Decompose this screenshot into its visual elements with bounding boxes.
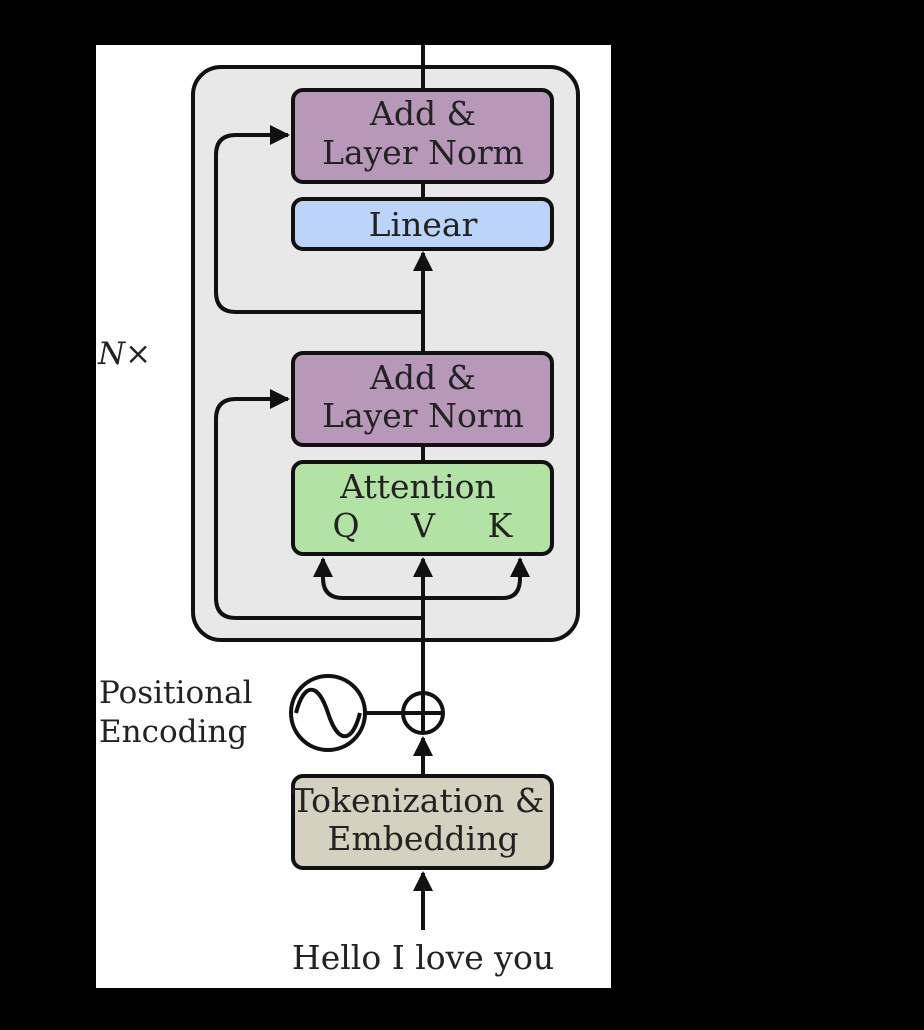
query-input-arrow <box>313 557 423 600</box>
attention-title: Attention <box>339 467 496 506</box>
add-norm-bottom-line1: Add & <box>369 358 476 397</box>
attention-v-label: V <box>410 506 436 545</box>
attention-box <box>291 460 554 556</box>
linear-label: Linear <box>369 205 478 244</box>
add-norm-top-line1: Add & <box>369 94 476 133</box>
attention-q-label: Q <box>332 506 359 545</box>
add-symbol-icon <box>401 691 445 735</box>
key-input-arrow <box>423 557 530 600</box>
positional-encoding-line2: Encoding <box>99 714 247 750</box>
linear-box <box>291 197 554 251</box>
residual-arrow-top <box>214 125 423 314</box>
add-norm-bottom-line2: Layer Norm <box>322 396 524 435</box>
positional-encoding-line1: Positional <box>99 675 253 711</box>
sine-wave-icon <box>289 674 367 752</box>
tokenization-box <box>291 774 554 870</box>
attention-k-label: K <box>488 506 514 545</box>
tokenization-line1: Tokenization & <box>292 781 545 820</box>
tokenization-line2: Embedding <box>327 819 518 858</box>
input-text: Hello I love you <box>292 938 554 977</box>
add-norm-top-line2: Layer Norm <box>322 133 524 172</box>
residual-arrow-bottom <box>214 389 423 620</box>
repeat-count-label: N× <box>97 336 151 372</box>
